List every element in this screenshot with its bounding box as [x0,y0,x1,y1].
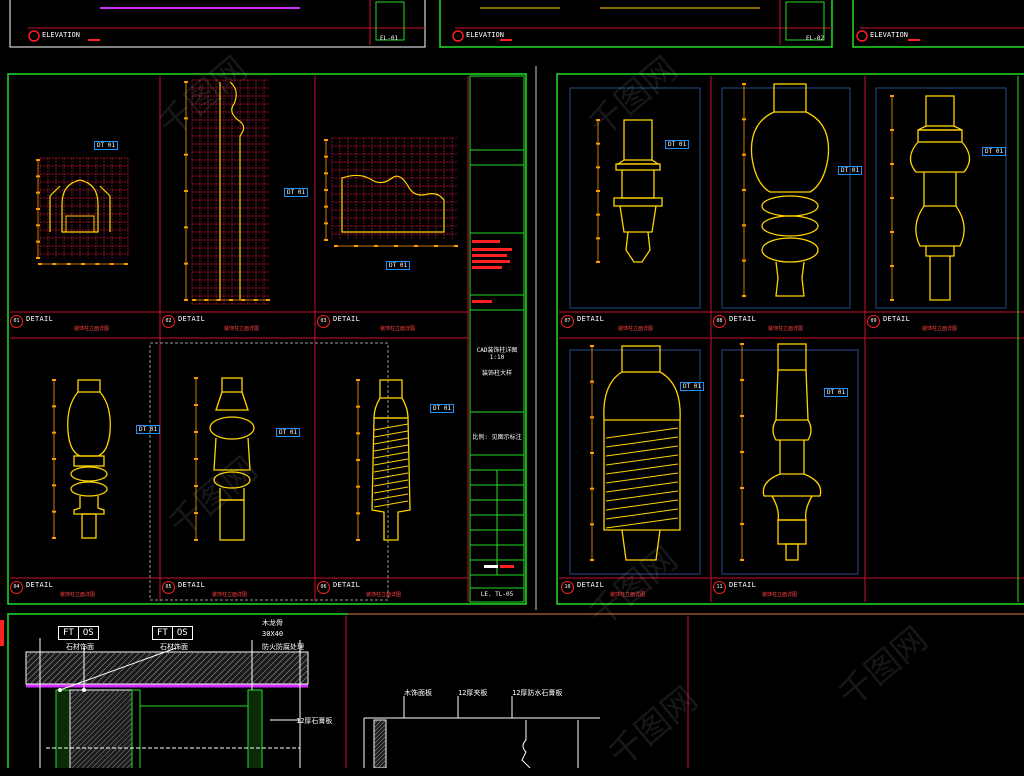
elevation-title-2: ELEVATION [466,31,504,39]
detail-badge-10: 10 [561,581,574,594]
elevation-sheet-2: EL-02 [806,35,825,42]
detail-title-05: DETAIL [178,581,206,589]
material-tag-08: DT 01 [838,166,863,175]
baluster-detail-11 [762,343,822,561]
elevation-title-1: ELEVATION [42,31,80,39]
detail-badge-05: 05 [162,581,175,594]
detail-subtitle-04: 装饰柱立面详图 [60,592,96,598]
detail-badge-03: 03 [317,315,330,328]
detail-01-arch-profile [39,157,129,258]
baluster-detail-09 [909,95,971,301]
ft-note-2: 石材饰面 [160,643,188,651]
detail-badge-09: 09 [867,315,880,328]
material-tag-11: DT 01 [824,388,849,397]
mid-note-1: 木饰面板 [404,689,432,697]
baluster-detail-10 [603,345,681,561]
detail-title-04: DETAIL [26,581,54,589]
mid-note-2: 12厚夹板 [458,689,488,697]
title-block-project: CAD装饰柱详图 1:10 [476,347,518,361]
title-block-sheet-no: LE. TL-05 [480,591,514,598]
detail-subtitle-06: 装饰柱立面详图 [366,592,402,598]
detail-subtitle-07: 装饰柱立面详图 [618,326,654,332]
detail-subtitle-03: 装饰柱立面详图 [380,326,416,332]
detail-subtitle-08: 装饰柱立面详图 [768,326,804,332]
detail-subtitle-02: 装饰柱立面详图 [224,326,260,332]
detail-title-11: DETAIL [729,581,757,589]
detail-title-08: DETAIL [729,315,757,323]
detail-03-wave-profile [331,137,458,240]
detail-badge-01: 01 [10,315,23,328]
ft-note-1: 石材饰面 [66,643,94,651]
material-tag-05: DT 01 [276,428,301,437]
detail-title-02: DETAIL [178,315,206,323]
detail-title-06: DETAIL [333,581,361,589]
elevation-sheet-1: EL-01 [380,35,399,42]
detail-title-09: DETAIL [883,315,911,323]
material-tag-03: DT 01 [386,261,411,270]
baluster-detail-07 [613,119,663,263]
detail-02-tall-profile [191,79,270,305]
material-tag-02: DT 01 [284,188,309,197]
material-tag-01: DT 01 [94,141,119,150]
detail-subtitle-01: 装饰柱立面详图 [74,326,110,332]
baluster-detail-05 [209,377,255,541]
detail-badge-08: 08 [713,315,726,328]
title-block-drawing: 装饰柱大样 [481,370,512,377]
detail-badge-07: 07 [561,315,574,328]
elevation-title-3: ELEVATION [870,31,908,39]
detail-badge-06: 06 [317,581,330,594]
top-note-3: 防火防腐处理 [262,643,304,651]
top-note-1: 木龙骨 [262,619,283,627]
title-block-scale: 比例: 见图示标注 [472,434,522,441]
detail-title-10: DETAIL [577,581,605,589]
baluster-detail-08 [750,83,830,297]
detail-sheet-right [535,66,1024,610]
detail-badge-02: 02 [162,315,175,328]
material-tag-04: DT 01 [136,425,161,434]
baluster-detail-06 [371,379,411,541]
material-tag-10: DT 01 [680,382,705,391]
detail-title-07: DETAIL [577,315,605,323]
mid-note-3: 12厚防水石膏板 [512,689,563,697]
detail-badge-11: 11 [713,581,726,594]
detail-sheet-left [7,73,527,605]
detail-subtitle-10: 装饰柱立面详图 [610,592,646,598]
section-detail-sheet [0,613,1024,768]
detail-title-01: DETAIL [26,315,54,323]
material-tag-07: DT 01 [665,140,690,149]
detail-badge-04: 04 [10,581,23,594]
detail-subtitle-11: 装饰柱立面详图 [762,592,798,598]
detail-title-03: DETAIL [333,315,361,323]
baluster-detail-04 [67,379,111,539]
top-note-2: 30X40 [262,630,284,638]
material-tag-06: DT 01 [430,404,455,413]
elevation-strip [9,0,1024,48]
material-tag-09: DT 01 [982,147,1007,156]
detail-subtitle-05: 装饰柱立面详图 [212,592,248,598]
side-note: 12厚石膏板 [296,717,333,725]
detail-subtitle-09: 装饰柱立面详图 [922,326,958,332]
dimension-ticks [36,81,894,561]
